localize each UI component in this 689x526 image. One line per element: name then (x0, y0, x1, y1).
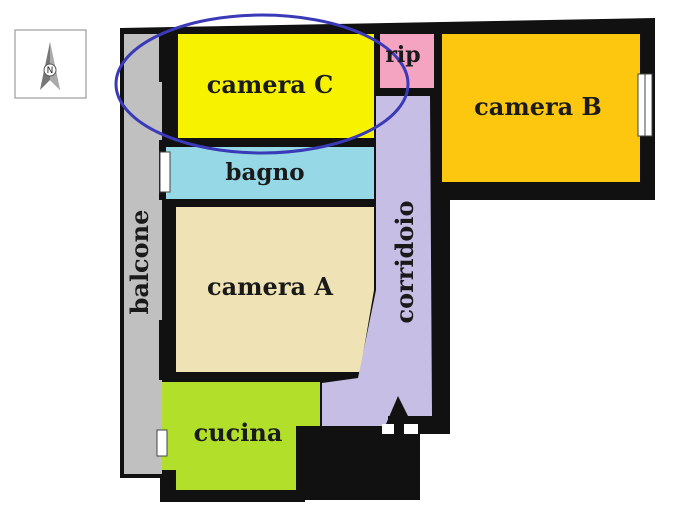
camera-c-area (178, 34, 374, 138)
corridoio-area (322, 96, 432, 426)
cucina-area (162, 382, 320, 490)
bagno-label: bagno (225, 159, 304, 186)
corridoio-label: corridoio (390, 201, 419, 324)
balcone-area (124, 34, 162, 474)
camera-a-label: camera A (207, 272, 333, 301)
camera-b-label: camera B (474, 92, 602, 121)
compass-letter: N (47, 66, 54, 76)
camera-a-area (176, 207, 374, 372)
rip-label: rip (385, 42, 420, 68)
highlight-ellipse (114, 13, 410, 155)
entrance-arrow-icon (386, 396, 412, 458)
balcone-label: balcone (125, 210, 154, 315)
camera-c-label: camera C (207, 70, 333, 99)
camera-b-area (442, 34, 640, 182)
compass: N (14, 29, 87, 99)
bagno-area (166, 147, 374, 199)
cucina-label: cucina (194, 418, 283, 447)
north-arrow-icon (40, 42, 60, 90)
